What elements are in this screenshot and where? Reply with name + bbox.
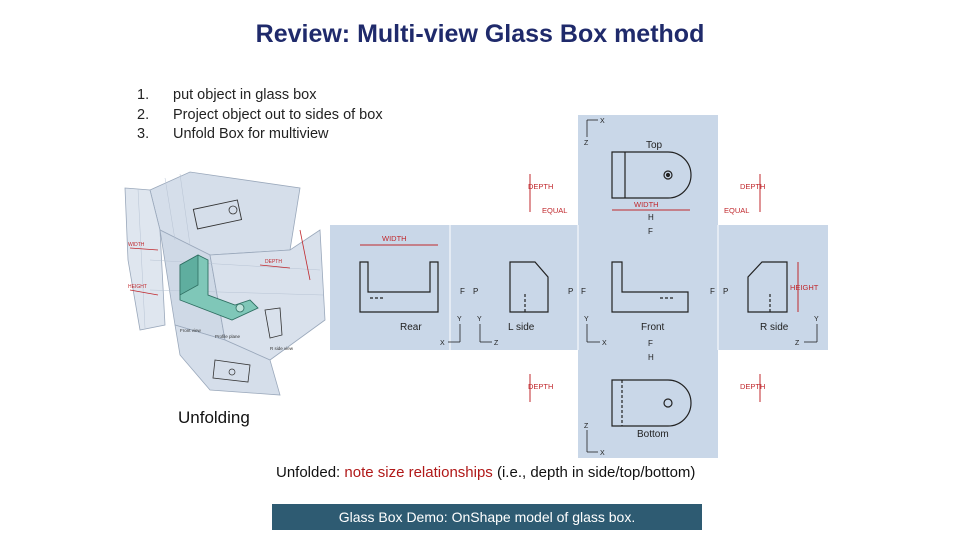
- axis-z-label: Z: [494, 340, 499, 347]
- front-view-label: Front view: [180, 328, 202, 333]
- axis-z-label: Z: [584, 423, 589, 430]
- step-item: 2. Project object out to sides of box: [137, 106, 383, 126]
- top-view-drawing: [611, 151, 692, 199]
- fold-letter-f: F: [710, 287, 715, 296]
- l-side-view-label: L side: [508, 322, 535, 333]
- fold-letter-h: H: [648, 353, 654, 362]
- depth-dim-bl: DEPTH: [528, 382, 553, 391]
- step-number: 3.: [137, 126, 150, 142]
- step-text: Project object out to sides of box: [173, 106, 383, 123]
- fold-letter-p: P: [473, 287, 478, 296]
- width-dim-top: WIDTH: [634, 200, 659, 209]
- steps-list: 1. put object in glass box 2. Project obje…: [137, 86, 383, 145]
- front-view-drawing: [611, 261, 689, 313]
- part-3d: [179, 254, 259, 321]
- width-dim-rear: WIDTH: [382, 234, 407, 243]
- fold-letter-f: F: [648, 227, 653, 236]
- axis-x-label: X: [602, 340, 607, 347]
- rear-view-drawing: [359, 261, 439, 313]
- r-side-view-label: R side: [760, 322, 789, 333]
- width-label: WIDTH: [128, 242, 145, 248]
- note-highlight: note size relationships: [344, 464, 493, 481]
- depth-label: DEPTH: [265, 259, 282, 265]
- l-side-view-drawing: [509, 261, 549, 313]
- rear-view-label: Rear: [400, 322, 422, 333]
- equal-dim-l: EQUAL: [542, 206, 567, 215]
- unfolded-note: Unfolded: note size relationships (i.e.,…: [276, 463, 696, 482]
- height-label: HEIGHT: [128, 284, 147, 290]
- axis-x-label: X: [600, 118, 605, 125]
- fold-letter-f: F: [460, 287, 465, 296]
- slide-title: Review: Multi-view Glass Box method: [255, 20, 705, 48]
- r-side-view-label: R side view: [270, 346, 294, 351]
- front-view-label: Front: [641, 322, 665, 333]
- note-prefix: Unfolded:: [276, 464, 345, 481]
- step-text: Unfold Box for multiview: [173, 126, 329, 142]
- fold-letter-h: H: [648, 213, 654, 222]
- step-number: 1.: [137, 87, 150, 103]
- top-view-label: Top: [646, 140, 663, 151]
- fold-letter-p: P: [568, 287, 573, 296]
- unfolding-caption: Unfolding: [178, 408, 250, 427]
- multiview-illustration: Top Rear L side Front R side: [330, 115, 828, 458]
- axis-y-label: Y: [584, 316, 589, 323]
- bottom-view-drawing: [611, 379, 692, 427]
- glass-box-demo-link[interactable]: Glass Box Demo: OnShape model of glass b…: [272, 504, 702, 530]
- height-dim: HEIGHT: [790, 283, 819, 292]
- axis-x-label: X: [600, 450, 605, 457]
- fold-letter-f: F: [648, 339, 653, 348]
- middle-row-panel: [330, 225, 828, 350]
- fold-letter-f: F: [581, 287, 586, 296]
- bottom-panel: [174, 324, 281, 396]
- step-number: 2.: [137, 106, 150, 123]
- note-suffix: (i.e., depth in side/top/bottom): [492, 464, 696, 481]
- step-text: put object in glass box: [173, 87, 317, 103]
- axis-z-label: Z: [584, 140, 589, 147]
- axis-x-label: X: [440, 340, 445, 347]
- axis-z-label: Z: [795, 340, 800, 347]
- equal-dim-r: EQUAL: [724, 206, 749, 215]
- axis-y-label: Y: [477, 316, 482, 323]
- step-item: 3. Unfold Box for multiview: [137, 125, 383, 145]
- depth-dim-br: DEPTH: [740, 382, 765, 391]
- profile-plane-label: Profile plane: [215, 334, 241, 339]
- r-side-view-drawing: [747, 261, 788, 313]
- depth-dim-tl: DEPTH: [528, 182, 553, 191]
- step-item: 1. put object in glass box: [137, 86, 383, 106]
- axis-y-label: Y: [457, 316, 462, 323]
- bottom-view-panel: [578, 350, 718, 458]
- bottom-view-label: Bottom: [637, 429, 669, 440]
- axis-y-label: Y: [814, 316, 819, 323]
- top-view-panel: [578, 115, 718, 225]
- fold-letter-p: P: [723, 287, 728, 296]
- glass-box-illustration: WIDTH HEIGHT DEPTH Front view R side vie…: [124, 171, 326, 396]
- depth-dim-tr: DEPTH: [740, 182, 765, 191]
